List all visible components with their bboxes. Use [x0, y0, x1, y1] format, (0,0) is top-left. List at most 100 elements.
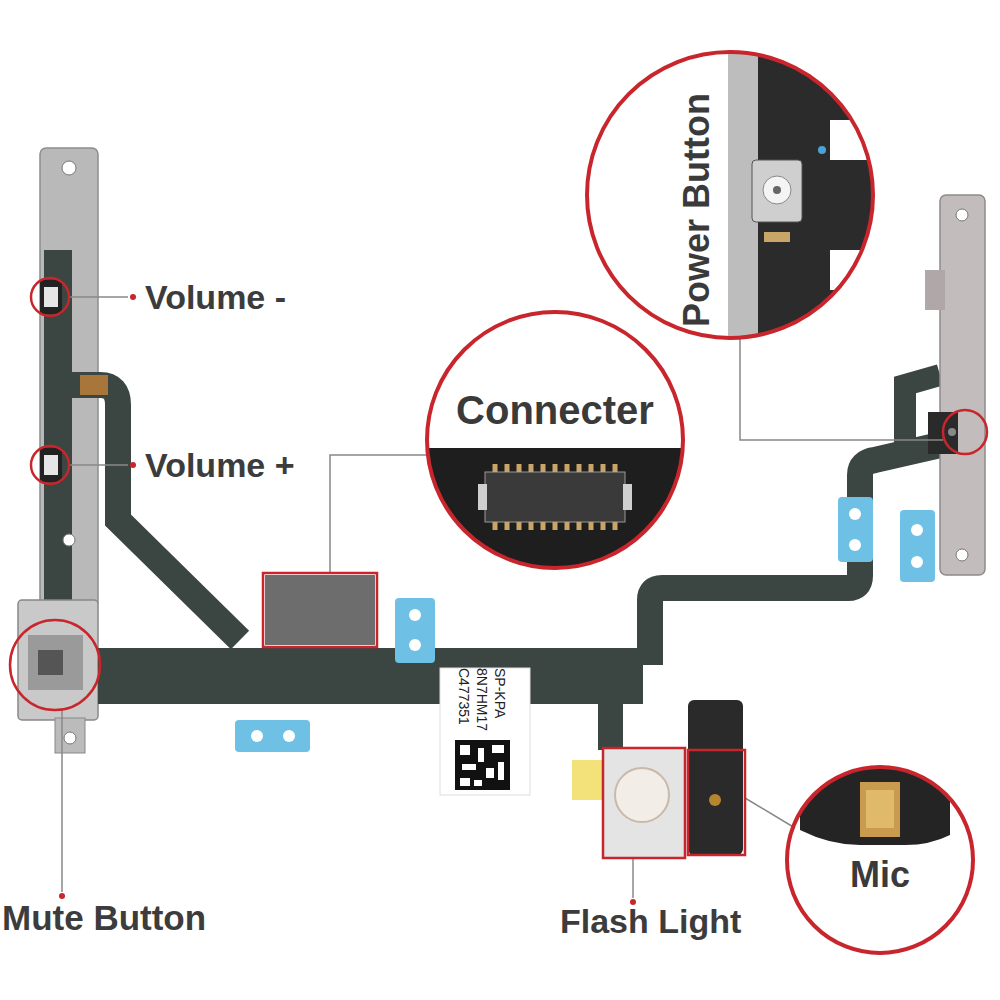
mic-port [709, 794, 721, 806]
part-label: Volume - [145, 280, 286, 314]
zoom-mic [860, 782, 900, 837]
qr-cell [478, 748, 484, 762]
flex-branch [598, 700, 623, 750]
screw-hole [956, 549, 968, 561]
blue-tab [838, 497, 873, 562]
leader-dot [130, 294, 136, 300]
flash-plate [603, 748, 685, 858]
tab-hole [911, 524, 923, 536]
power-zoom [587, 40, 890, 350]
flex-bend [80, 375, 108, 395]
tab-hole [911, 556, 923, 568]
zoom-circle: Connecter [425, 310, 685, 570]
zoom-mark [818, 146, 826, 154]
flex-main [98, 648, 643, 704]
qr-code [455, 740, 510, 790]
serial-text: SP-KPA [491, 668, 509, 738]
zoom-circle: Power Button [585, 50, 875, 340]
leader-dot [130, 462, 136, 468]
highlight-circle [943, 410, 987, 454]
leader-dot [59, 893, 65, 899]
power-dome [948, 428, 956, 436]
qr-cell [492, 745, 504, 753]
screw-hole [62, 161, 76, 175]
connector-shield [265, 575, 375, 645]
part-label: Flash Light [560, 904, 741, 938]
leader-line [69, 296, 128, 298]
zoom-flex [758, 40, 888, 350]
zoom-button [752, 160, 802, 222]
qr-cell [460, 778, 470, 786]
zoom-dome [763, 176, 791, 204]
screw-hole [64, 732, 76, 744]
tab-hole [251, 730, 263, 742]
zoom-contact [764, 232, 790, 242]
zoom-pins [495, 464, 615, 530]
tab-hole [849, 508, 861, 520]
part-label: Mute Button [2, 900, 206, 935]
zoom-mic-top [866, 790, 894, 828]
highlight-circle [31, 278, 69, 316]
zoom-cutout [830, 250, 890, 290]
zoom-dome-center [773, 186, 781, 194]
highlight-rect [688, 750, 745, 855]
serial-sticker [440, 668, 530, 795]
highlight-circle [10, 620, 100, 710]
switch-housing [28, 635, 83, 690]
serial-sticker: SP-KPA8N7HM17C477351 [440, 668, 530, 795]
zoom-pad [623, 484, 632, 510]
highlight-rect [263, 573, 377, 647]
mic-flex [688, 700, 743, 855]
zoom-connector [485, 472, 625, 522]
blue-tab [395, 598, 435, 663]
button-dome [44, 287, 58, 307]
qr-cell [498, 762, 504, 780]
sticker-text-block: SP-KPA8N7HM17C477351 [455, 668, 509, 738]
button-pad [40, 280, 62, 314]
leaders [59, 294, 943, 905]
frame-tab [55, 718, 85, 753]
zoom-title: Power Button [679, 93, 715, 327]
tab-hole [409, 609, 421, 621]
zoom-title: Mic [850, 857, 910, 893]
zoom-cutout [830, 120, 890, 160]
tab-hole [409, 639, 421, 651]
screw-hole [956, 209, 968, 221]
mute-switch [18, 600, 98, 753]
blue-tab [900, 510, 935, 582]
screw-hole [63, 534, 75, 546]
power-bracket [925, 195, 985, 575]
leader-line [740, 336, 943, 440]
highlight-rect [603, 748, 685, 858]
qr-cell [462, 764, 476, 770]
sticker [440, 668, 530, 795]
button-pad [40, 448, 62, 482]
mic-zoom [787, 760, 973, 953]
serial-text: 8N7HM17 [473, 668, 491, 738]
zoom-pad [478, 484, 487, 510]
qr-cell [460, 745, 470, 755]
flex-branch [650, 445, 940, 665]
zoom-flex [420, 448, 700, 578]
highlights [10, 278, 987, 858]
leader-line [745, 798, 795, 828]
qr-cell [474, 780, 482, 786]
zoom-flex [800, 760, 950, 845]
tab-hole [283, 730, 295, 742]
leader-line [61, 710, 63, 892]
metal-strip [940, 195, 985, 575]
leader-line [330, 455, 427, 573]
leader-line [632, 858, 634, 898]
blue-tab [235, 720, 310, 752]
serial-text: C477351 [455, 668, 473, 738]
switch-lever [38, 650, 63, 675]
leader-line [69, 464, 128, 466]
connector-zoom [420, 312, 700, 578]
qr-cell [486, 768, 494, 778]
zoom-circle: Mic [785, 765, 975, 955]
tab-hole [849, 539, 861, 551]
bracket-notch [925, 270, 945, 310]
zoom-title: Connecter [456, 390, 654, 430]
